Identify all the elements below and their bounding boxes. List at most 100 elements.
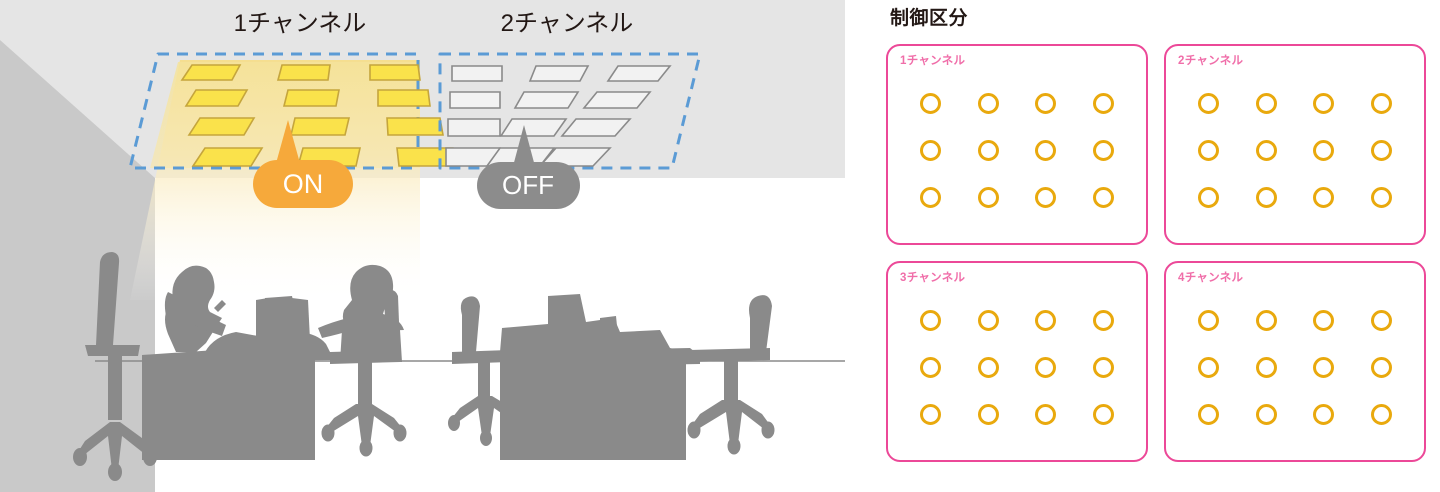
- fixture-dot[interactable]: [1035, 187, 1057, 208]
- fixture-dot[interactable]: [1198, 140, 1220, 161]
- light-fixture-off: [451, 65, 503, 82]
- light-fixture-on: [276, 64, 331, 81]
- person-left-arm: [192, 312, 226, 336]
- chair-rg-right-caster: [761, 421, 775, 439]
- fixture-dot[interactable]: [1313, 357, 1335, 378]
- zone-2-title: 2チャンネル: [501, 10, 634, 37]
- light-fixture-off: [606, 65, 672, 82]
- fixture-dot[interactable]: [920, 93, 942, 114]
- desk-left-body: [142, 352, 315, 460]
- fixture-dot[interactable]: [1370, 140, 1392, 161]
- fixture-dot[interactable]: [1255, 187, 1277, 208]
- fixture-dot[interactable]: [920, 357, 942, 378]
- fixture-dot[interactable]: [1035, 93, 1057, 114]
- fixture-dot[interactable]: [1092, 310, 1114, 331]
- fixture-dot[interactable]: [1092, 404, 1114, 425]
- channel-label-3: 3チャンネル: [900, 272, 966, 284]
- fixture-dot[interactable]: [1092, 357, 1114, 378]
- chair-rg-right-seat: [690, 348, 770, 362]
- fixture-dot[interactable]: [1313, 93, 1335, 114]
- fixture-dot[interactable]: [977, 404, 999, 425]
- fixture-dot[interactable]: [1370, 404, 1392, 425]
- fixture-dot[interactable]: [1035, 310, 1057, 331]
- fixture-dot[interactable]: [1313, 140, 1335, 161]
- chair-rg-right-caster: [687, 421, 701, 439]
- light-fixture-on: [289, 117, 351, 136]
- chair-left-caster: [108, 463, 122, 481]
- light-fixture-on: [369, 64, 421, 81]
- desk-group-left: [73, 252, 407, 481]
- channel-label-2: 2チャンネル: [1178, 55, 1244, 67]
- fixture-dot[interactable]: [1035, 140, 1057, 161]
- fixture-dot[interactable]: [1255, 310, 1277, 331]
- fixture-dot[interactable]: [1198, 187, 1220, 208]
- monitor-right-2: [600, 316, 618, 336]
- light-fixture-off: [538, 147, 612, 167]
- fixture-dot[interactable]: [1370, 187, 1392, 208]
- fixture-dot[interactable]: [1198, 357, 1220, 378]
- channel-box-3[interactable]: 3チャンネル: [886, 261, 1148, 462]
- control-panel: 制御区分 1チャンネル: [886, 0, 1440, 492]
- fixture-dot[interactable]: [1035, 357, 1057, 378]
- channel-box-2[interactable]: 2チャンネル: [1164, 44, 1426, 245]
- channel-box-4[interactable]: 4チャンネル: [1164, 261, 1426, 462]
- fixture-dot[interactable]: [1313, 310, 1335, 331]
- fixture-dot[interactable]: [1092, 93, 1114, 114]
- fixture-dot[interactable]: [1035, 404, 1057, 425]
- fixture-dot[interactable]: [977, 187, 999, 208]
- chair-r1-back: [383, 289, 400, 352]
- monitor-left-2: [292, 298, 310, 340]
- light-fixture-on: [386, 117, 444, 136]
- fixture-dot[interactable]: [1255, 93, 1277, 114]
- badge-on-label: ON: [283, 169, 324, 199]
- chair-rg-left-caster: [480, 430, 492, 446]
- chair-r1-caster: [393, 424, 407, 442]
- light-fixture-off: [560, 118, 632, 137]
- chair-r1-caster: [359, 439, 373, 457]
- fixture-dot[interactable]: [920, 404, 942, 425]
- fixture-dot[interactable]: [1198, 93, 1220, 114]
- light-fixture-off: [449, 91, 501, 109]
- zone-2-fixtures: [445, 65, 672, 167]
- person-left-item: [214, 300, 226, 312]
- fixture-dot[interactable]: [1092, 187, 1114, 208]
- monitor-left: [256, 298, 270, 338]
- fixture-dot[interactable]: [1313, 404, 1335, 425]
- light-fixture-on: [282, 89, 340, 107]
- person-right-arm: [318, 318, 352, 338]
- chair-left-back: [96, 252, 120, 345]
- fixture-dot[interactable]: [1255, 357, 1277, 378]
- lit-ceiling-plane: [150, 62, 420, 168]
- page-title: 制御区分: [890, 8, 969, 29]
- channel-box-1[interactable]: 1チャンネル: [886, 44, 1148, 245]
- fixture-dot-grid-2: [1166, 80, 1424, 221]
- fixture-dot[interactable]: [1255, 140, 1277, 161]
- badge-off: [477, 162, 580, 209]
- fixture-dot[interactable]: [1370, 357, 1392, 378]
- fixture-dot[interactable]: [977, 93, 999, 114]
- fixture-dot[interactable]: [977, 310, 999, 331]
- fixture-dot[interactable]: [920, 187, 942, 208]
- light-fixture-off: [499, 118, 568, 137]
- desk-right-body: [500, 352, 686, 460]
- office-scene: ON OFF 1チャンネル 2チャンネル: [0, 0, 845, 492]
- fixture-dot[interactable]: [1198, 404, 1220, 425]
- fixture-dot[interactable]: [920, 140, 942, 161]
- badge-off-label: OFF: [502, 170, 554, 200]
- fixture-dot[interactable]: [1092, 140, 1114, 161]
- fixture-dot[interactable]: [1370, 93, 1392, 114]
- fixture-dot[interactable]: [977, 140, 999, 161]
- person-right-silhouette: [342, 264, 404, 332]
- light-fixture-off: [582, 91, 652, 109]
- fixture-dot[interactable]: [1198, 310, 1220, 331]
- chair-rg-left-caster: [448, 415, 460, 431]
- fixture-dot[interactable]: [1313, 187, 1335, 208]
- fixture-dot[interactable]: [1370, 310, 1392, 331]
- light-fixture-on: [180, 64, 242, 81]
- zone-1-dashed-outline: [128, 52, 420, 170]
- fixture-dot[interactable]: [920, 310, 942, 331]
- channel-label-4: 4チャンネル: [1178, 272, 1244, 284]
- fixture-dot[interactable]: [977, 357, 999, 378]
- fixture-dot[interactable]: [1255, 404, 1277, 425]
